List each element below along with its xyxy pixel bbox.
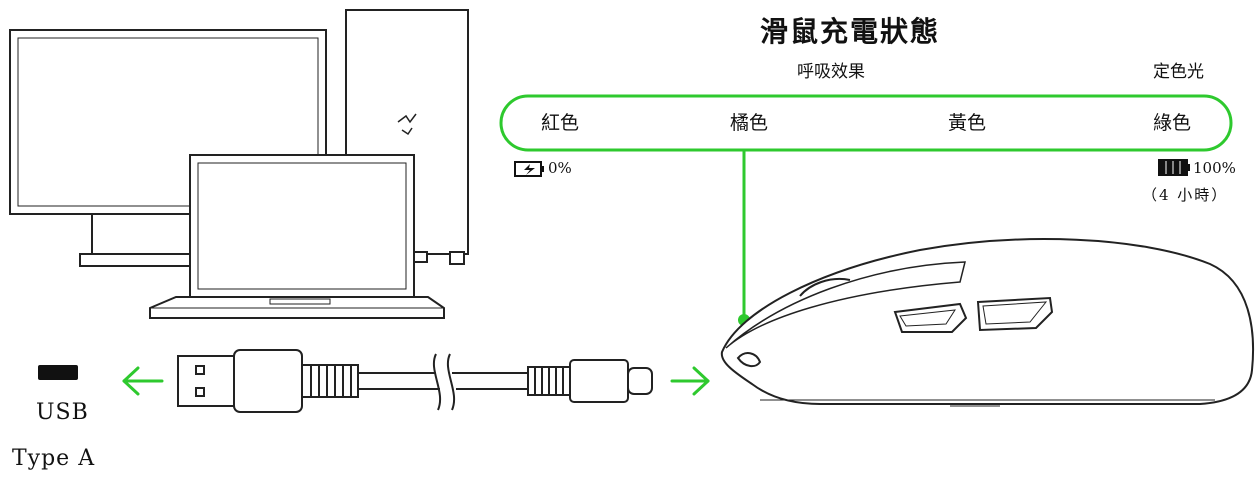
usb-label: USB — [36, 400, 89, 425]
level-green-label: 綠色 — [1153, 112, 1192, 134]
mode-static-label: 定色光 — [1153, 62, 1204, 82]
level-orange-label: 橘色 — [730, 112, 769, 134]
battery-full-text: 100% — [1193, 159, 1236, 177]
mouse-illustration — [720, 238, 1255, 407]
razer-logo-icon — [397, 113, 417, 136]
status-bar — [499, 94, 1233, 152]
mode-breathing-label: 呼吸效果 — [797, 62, 865, 82]
usb-cable-illustration — [177, 349, 653, 413]
level-red-label: 紅色 — [541, 112, 580, 134]
page-title: 滑鼠充電狀態 — [760, 15, 941, 48]
left-arrow-icon — [122, 366, 164, 396]
charge-duration-text: （4 小時） — [1142, 186, 1229, 204]
usb-port-icon — [38, 365, 78, 380]
laptop-illustration — [149, 154, 445, 319]
usb-type-label: Type A — [12, 446, 96, 471]
battery-full-icon — [1158, 159, 1190, 176]
battery-low-text: 0% — [548, 159, 572, 177]
right-arrow-icon — [670, 366, 710, 396]
battery-charging-icon — [514, 161, 544, 177]
level-yellow-label: 黃色 — [948, 112, 987, 134]
